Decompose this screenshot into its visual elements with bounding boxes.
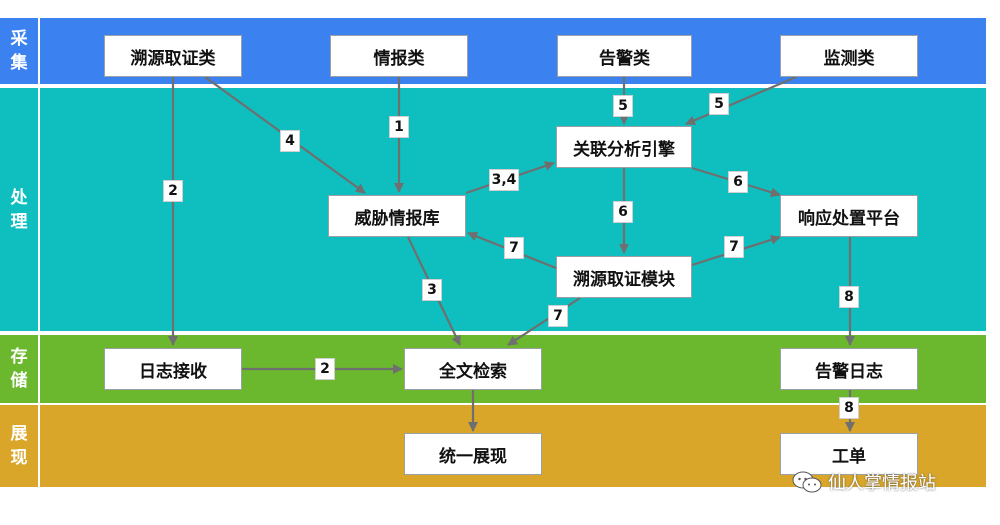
lane-label-collect: 采集 (0, 27, 38, 75)
lane-label-char: 采 (10, 29, 28, 49)
node-unified-display: 统一展现 (404, 433, 542, 475)
edge-label-trace-module-to-fulltext-search: 7 (548, 305, 568, 327)
lane-label-present: 展现 (0, 422, 38, 470)
lane-label-char: 处 (10, 187, 28, 208)
node-work-order: 工单 (780, 433, 918, 475)
edge-label-alert-to-correlation-engine: 5 (613, 95, 633, 117)
edge-label-log-receive-to-fulltext-search: 2 (315, 358, 335, 380)
watermark: 仙人掌情报站 (792, 468, 982, 496)
edge-label-intel-to-threat-intel-db: 1 (389, 116, 409, 138)
edge-label-trace-module-to-threat-intel-db: 7 (504, 237, 524, 259)
lane-label-char: 存 (10, 347, 28, 367)
node-intel: 情报类 (330, 35, 468, 77)
edge-trace-module-to-fulltext-search (507, 297, 581, 346)
node-response-platform: 响应处置平台 (780, 195, 918, 237)
node-trace-module: 溯源取证模块 (556, 256, 692, 298)
node-correlation-engine: 关联分析引擎 (556, 126, 692, 168)
node-alert-log: 告警日志 (780, 348, 918, 390)
lane-label-char: 展 (10, 424, 28, 444)
edge-label-correlation-engine-to-trace-module: 6 (613, 201, 633, 223)
lane-label-char: 理 (10, 211, 28, 232)
wechat-icon (792, 471, 822, 493)
lane-side-collect: 采集 (0, 18, 38, 84)
watermark-text: 仙人掌情报站 (828, 473, 936, 494)
lane-label-char: 现 (10, 448, 28, 468)
node-trace-forensics: 溯源取证类 (104, 35, 242, 77)
node-log-receive: 日志接收 (104, 348, 242, 390)
edge-label-trace-forensics-to-log-receive: 2 (163, 180, 183, 202)
edge-label-monitor-to-correlation-engine: 5 (709, 93, 729, 115)
lane-side-present: 展现 (0, 405, 38, 487)
edge-label-threat-intel-db-to-correlation-engine: 3,4 (489, 169, 519, 191)
node-monitor: 监测类 (780, 35, 918, 77)
edge-label-threat-intel-db-to-fulltext-search: 3 (422, 279, 442, 301)
node-fulltext-search: 全文检索 (404, 348, 542, 390)
node-alert: 告警类 (557, 35, 692, 77)
lane-side-process: 处理 (0, 88, 38, 331)
lane-label-char: 储 (10, 371, 28, 391)
edge-label-correlation-engine-to-response-platform: 6 (728, 171, 748, 193)
lane-side-store: 存储 (0, 335, 38, 403)
lane-label-store: 存储 (0, 345, 38, 393)
edge-label-trace-module-to-response-platform: 7 (724, 236, 744, 258)
edge-label-trace-forensics-to-threat-intel-db: 4 (280, 130, 300, 152)
edge-label-response-platform-to-alert-log: 8 (839, 286, 859, 308)
lane-label-char: 集 (10, 53, 28, 73)
lane-label-process: 处理 (0, 186, 38, 234)
edge-label-alert-log-to-work-order: 8 (839, 397, 859, 419)
edge-monitor-to-correlation-engine (685, 75, 797, 126)
node-threat-intel-db: 威胁情报库 (328, 195, 466, 237)
